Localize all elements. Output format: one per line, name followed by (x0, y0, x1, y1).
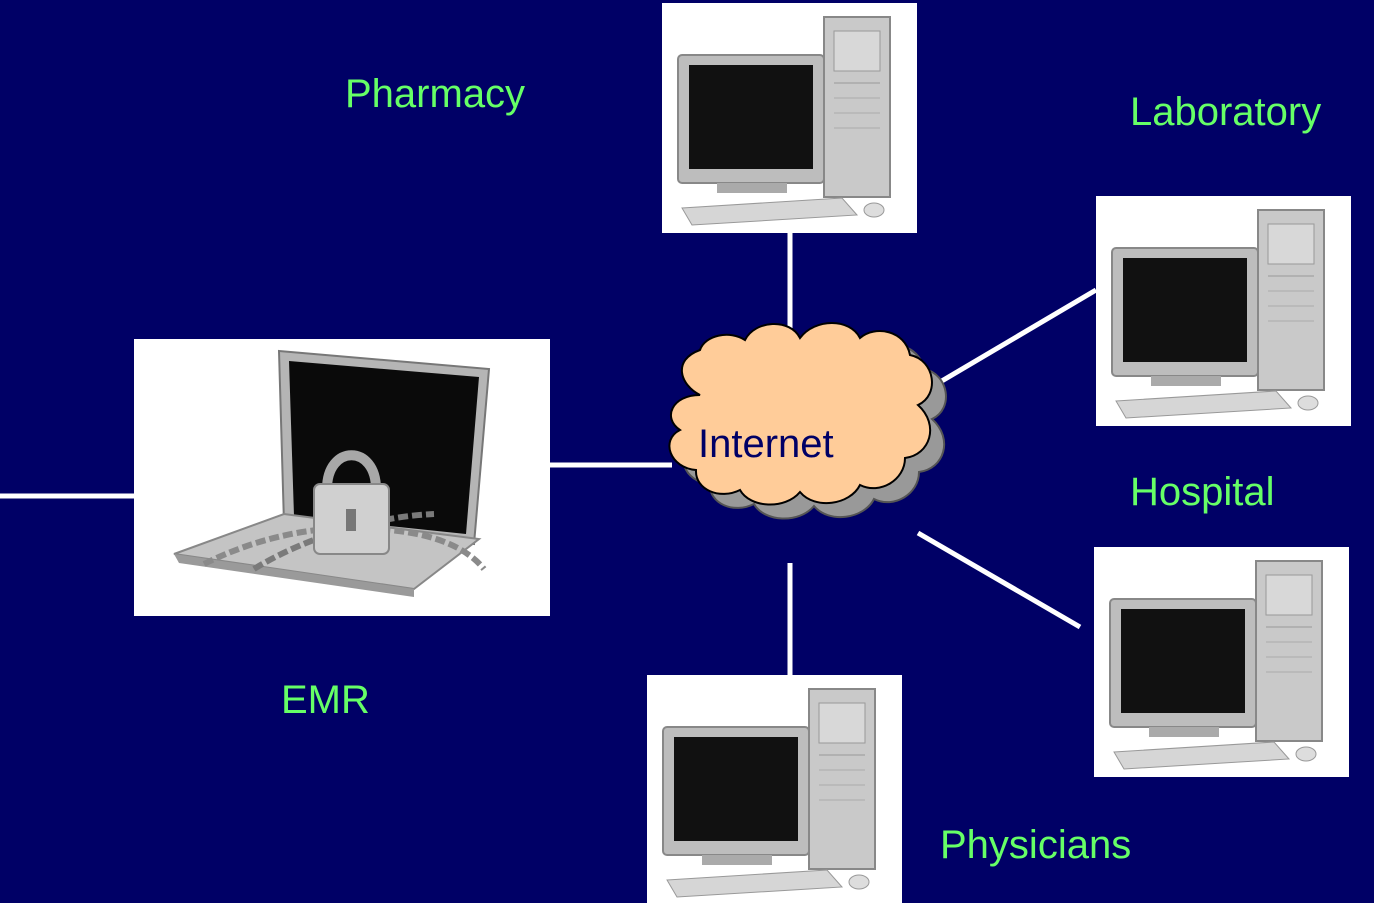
physicians-computer (647, 675, 902, 903)
pharmacy-computer (662, 3, 917, 233)
hospital-computer (1094, 547, 1349, 777)
laboratory-label: Laboratory (1130, 90, 1322, 134)
physicians-label: Physicians (940, 823, 1132, 867)
desktop-computer-icon (1111, 209, 1325, 419)
hospital-label: Hospital (1130, 470, 1275, 514)
locked-laptop-icon (173, 349, 491, 597)
desktop-computer-icon (677, 16, 891, 226)
emr-laptop (134, 339, 550, 616)
emr-label: EMR (281, 678, 370, 722)
internet-label: Internet (698, 422, 834, 466)
desktop-computer-icon (1109, 560, 1323, 770)
connector-laboratory-internet (933, 287, 1098, 388)
connector-hospital-internet (916, 530, 1082, 630)
desktop-computer-icon (662, 688, 876, 898)
laboratory-computer (1096, 196, 1351, 426)
pharmacy-label: Pharmacy (345, 72, 526, 116)
